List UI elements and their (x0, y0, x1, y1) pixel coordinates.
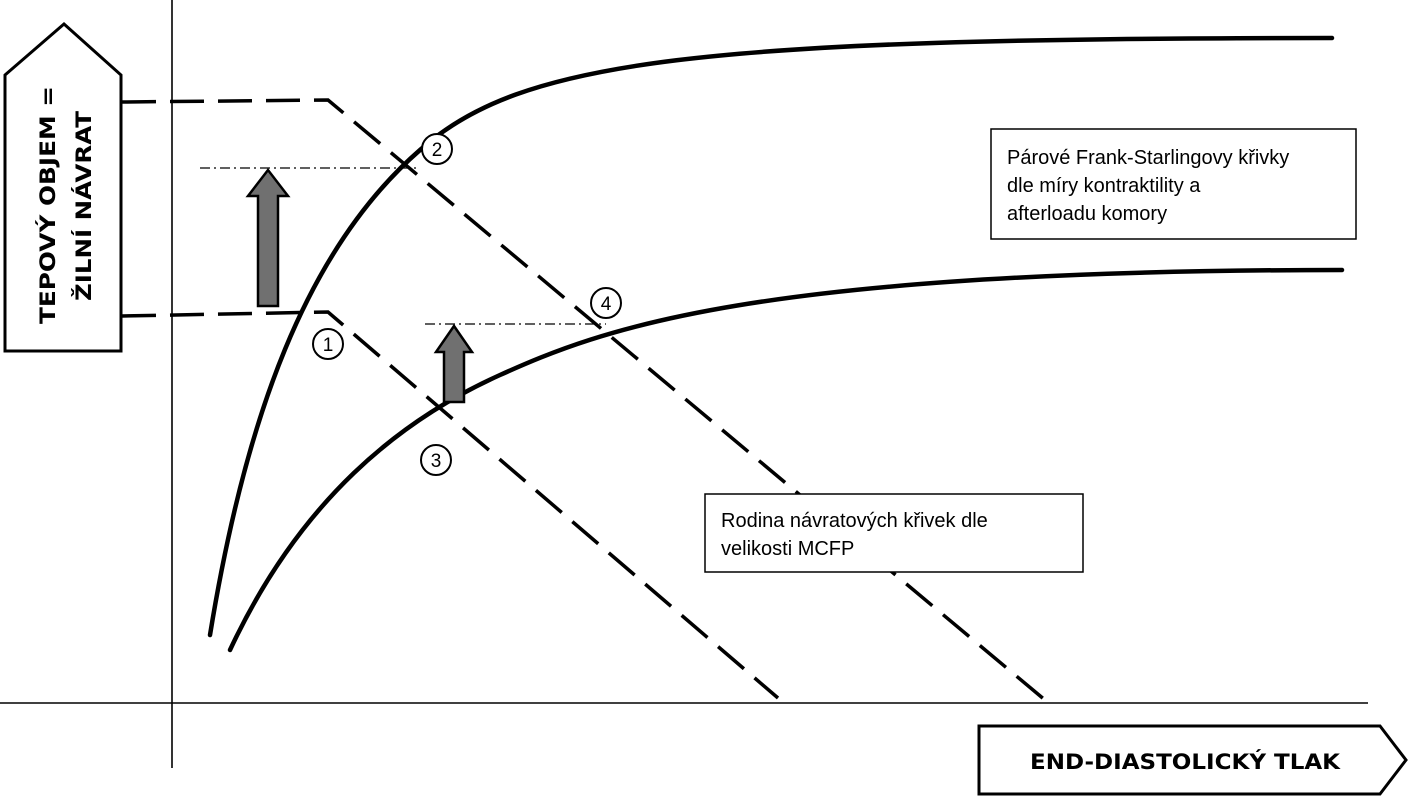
up-arrow-small (433, 323, 475, 404)
point-label-3: 3 (431, 451, 442, 472)
point-label-2: 2 (432, 140, 443, 161)
y-axis-label-tag: TEPOVÝ OBJEM = ŽILNÍ NÁVRAT (3, 22, 123, 353)
point-marker-3: 3 (420, 444, 452, 476)
up-arrow-large (245, 167, 291, 308)
y-axis-label-line-1: TEPOVÝ OBJEM = (35, 86, 60, 324)
x-axis-label-tag: END-DIASTOLICKÝ TLAK (977, 724, 1408, 796)
point-marker-2: 2 (421, 133, 453, 165)
x-axis-label: END-DIASTOLICKÝ TLAK (1030, 749, 1341, 774)
point-label-1: 1 (323, 335, 334, 356)
callout-venous-return-line-1: Rodina návratových křivek dle (721, 510, 988, 532)
callout-frank-starling-line-2: dle míry kontraktility a (1007, 175, 1201, 197)
y-axis-label-line-2: ŽILNÍ NÁVRAT (71, 110, 96, 301)
frank-starling-curve-lower (227, 267, 1345, 653)
point-label-4: 4 (601, 294, 612, 315)
callout-venous-return: Rodina návratových křivek dle velikosti … (704, 493, 1084, 573)
callout-venous-return-line-2: velikosti MCFP (721, 538, 854, 560)
frank-starling-curve-upper (207, 35, 1335, 638)
callout-frank-starling-line-3: afterloadu komory (1007, 203, 1167, 225)
point-marker-4: 4 (590, 287, 622, 319)
callout-frank-starling-line-1: Párové Frank-Starlingovy křivky (1007, 147, 1289, 169)
callout-frank-starling: Párové Frank-Starlingovy křivky dle míry… (990, 128, 1357, 240)
venous-return-curve-lower (121, 310, 780, 700)
point-marker-1: 1 (312, 328, 344, 360)
